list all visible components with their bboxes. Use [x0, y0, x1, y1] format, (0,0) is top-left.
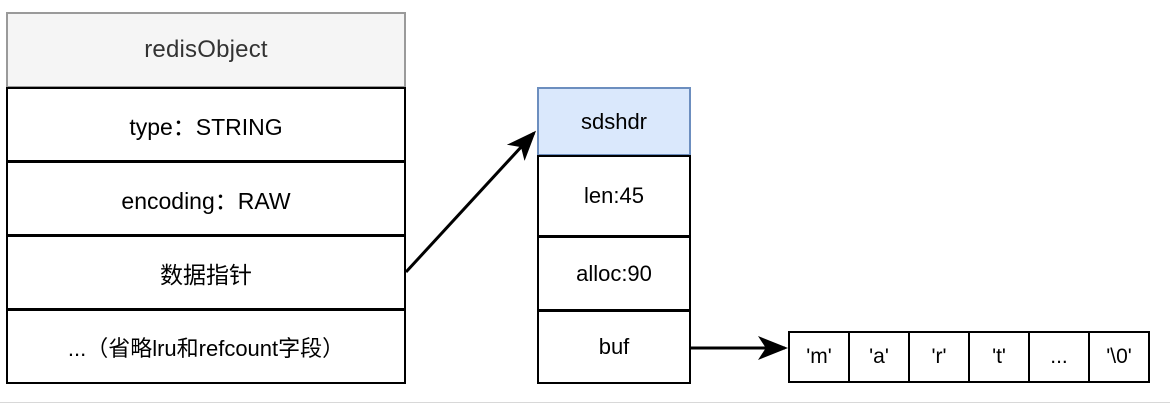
redis-object-row-data-pointer: 数据指针 — [6, 235, 406, 310]
sdshdr-row-len: len:45 — [537, 155, 691, 237]
char-buffer-cell: 'm' — [788, 331, 850, 383]
data-pointer-to-sdshdr-arrow — [404, 130, 537, 274]
sdshdr-row-alloc-label: alloc:90 — [576, 260, 652, 286]
sdshdr-row-buf: buf — [537, 310, 691, 384]
redis-object-row-omitted-fields-label: ...（省略lru和refcount字段） — [67, 335, 345, 361]
char-buffer-cell-label: '\0' — [1106, 345, 1132, 368]
char-buffer-cell-label: 'm' — [806, 345, 832, 368]
redis-object-row-omitted-fields: ...（省略lru和refcount字段） — [6, 309, 406, 384]
redis-object-header: redisObject — [6, 12, 406, 88]
bottom-divider — [0, 402, 1170, 403]
char-buffer-cell-label: ... — [1050, 345, 1068, 368]
char-buffer-cell: 't' — [968, 331, 1030, 383]
sdshdr-row-len-label: len:45 — [584, 183, 644, 208]
redis-object-row-type: type：STRING — [6, 87, 406, 162]
char-buffer-cell: '\0' — [1088, 331, 1150, 383]
sdshdr-row-buf-label: buf — [598, 334, 630, 359]
redis-object-row-data-pointer-label: 数据指针 — [160, 261, 252, 288]
redis-object-row-type-label: type：STRING — [129, 113, 283, 140]
char-buffer-cell-label: 'r' — [931, 345, 947, 368]
redis-object-row-encoding: encoding：RAW — [6, 161, 406, 236]
sdshdr-header: sdshdr — [537, 87, 691, 156]
redis-object-row-encoding-label: encoding：RAW — [121, 187, 291, 214]
char-buffer-cell: 'r' — [908, 331, 970, 383]
char-buffer-cell-label: 't' — [992, 345, 1006, 368]
char-buffer-cell-label: 'a' — [869, 345, 889, 368]
sdshdr-title: sdshdr — [580, 108, 648, 134]
char-buffer-cell: ... — [1028, 331, 1090, 383]
redis-object-title: redisObject — [144, 36, 268, 63]
char-buffer-cell: 'a' — [848, 331, 910, 383]
char-buffer: 'm' 'a' 'r' 't' ... '\0' — [788, 331, 1150, 383]
sdshdr-row-alloc: alloc:90 — [537, 236, 691, 311]
